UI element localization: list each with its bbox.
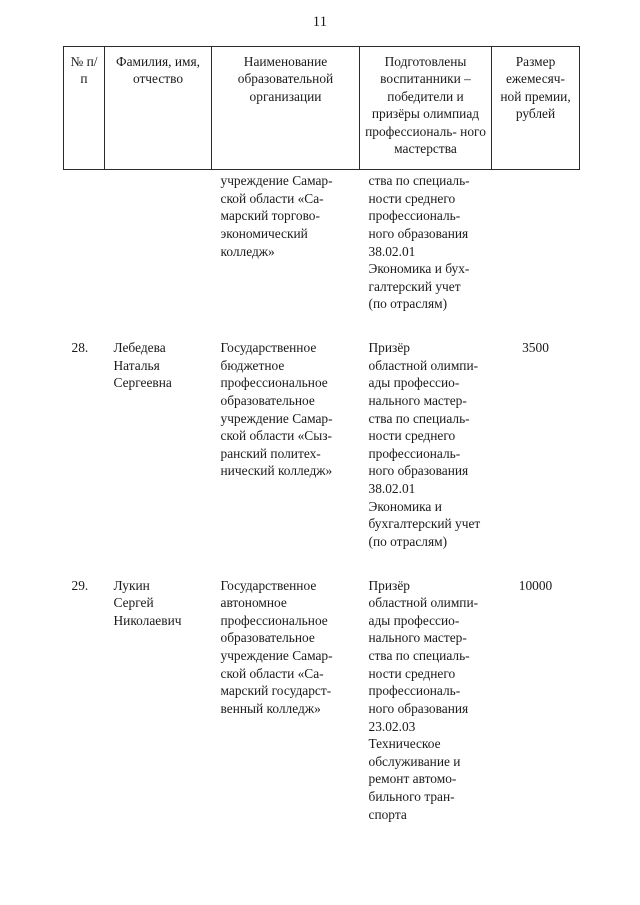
spacer-cell — [360, 551, 492, 577]
cell-organization: Государственное бюджетное профессиональн… — [220, 340, 333, 479]
page-number: 11 — [312, 14, 328, 30]
cell-amount: 10000 — [518, 577, 553, 593]
cell-prepared: Призёр областной олимпи- ады профессио- … — [368, 340, 481, 549]
spacer-cell — [492, 313, 580, 339]
table-header: № п/п Фамилия, имя, отчество Наименовани… — [63, 46, 580, 170]
table-row: 29. Лукин Сергей Николаевич Государствен… — [64, 577, 580, 824]
cell-number: 29. — [71, 577, 89, 593]
cell-prepared: ства по специаль- ности среднего професс… — [368, 173, 470, 312]
cell-prepared: Призёр областной олимпи- ады профессио- … — [368, 577, 479, 822]
spacer-cell — [360, 313, 492, 339]
spacer-cell — [64, 551, 105, 577]
cell-organization: Государственное автономное профессиональ… — [220, 577, 333, 716]
column-header-fullname: Фамилия, имя, отчество — [104, 46, 212, 170]
cell-amount: 3500 — [522, 340, 549, 355]
table-row: 28. Лебедева Наталья Сергеевна Государст… — [64, 339, 580, 551]
table-body: учреждение Самар- ской области «Са- марс… — [64, 170, 580, 824]
cell-number: 28. — [71, 340, 89, 355]
spacer-cell — [212, 551, 360, 577]
table-header-row: № п/п Фамилия, имя, отчество Наименовани… — [63, 46, 580, 170]
row-spacer — [64, 313, 580, 339]
spacer-cell — [64, 313, 105, 339]
cell-fullname — [105, 170, 212, 314]
cell-fullname: Лебедева Наталья Сергеевна — [113, 340, 172, 391]
column-header-organization: Наименование образовательной организации — [211, 46, 360, 170]
column-header-number: № п/п — [63, 46, 105, 170]
cell-amount — [492, 170, 580, 314]
column-header-amount: Размер ежемесяч- ной премии, рублей — [491, 46, 580, 170]
table-row: учреждение Самар- ской области «Са- марс… — [64, 170, 580, 314]
spacer-cell — [492, 551, 580, 577]
column-header-prepared: Подготовлены воспитанники – победители и… — [359, 46, 492, 170]
premium-recipients-table: № п/п Фамилия, имя, отчество Наименовани… — [63, 46, 580, 823]
spacer-cell — [105, 313, 212, 339]
row-spacer — [64, 551, 580, 577]
cell-organization: учреждение Самар- ской области «Са- марс… — [220, 173, 333, 259]
cell-number — [64, 170, 105, 314]
cell-fullname: Лукин Сергей Николаевич — [113, 577, 182, 628]
spacer-cell — [212, 313, 360, 339]
spacer-cell — [105, 551, 212, 577]
